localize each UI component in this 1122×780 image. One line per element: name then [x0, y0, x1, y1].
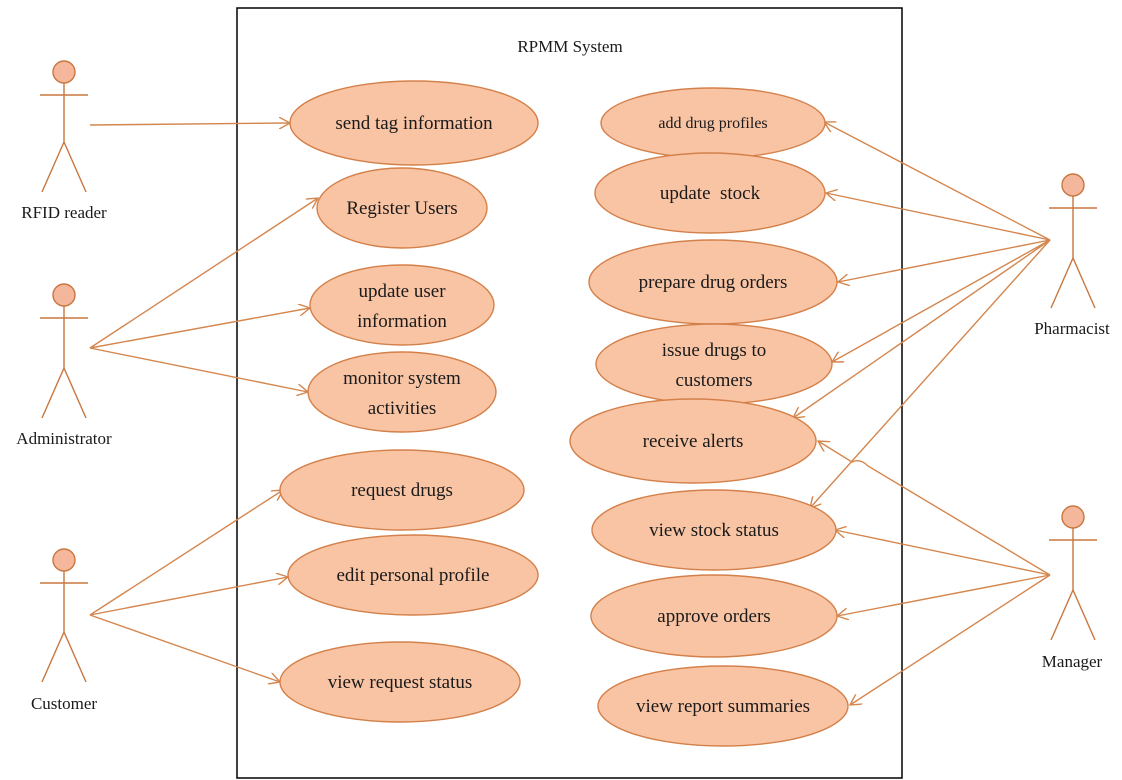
- actor-label-customer: Customer: [31, 694, 97, 713]
- assoc-pharmacist-update-stock: [826, 193, 1051, 241]
- use-case-send-tag-information[interactable]: send tag information: [289, 80, 539, 166]
- assoc-admin-register-users: [89, 198, 318, 349]
- use-case-label: approve orders: [657, 606, 770, 627]
- use-case-issue-drugs-to-customers[interactable]: issue drugs to customers: [595, 323, 833, 405]
- actors: [40, 60, 1097, 683]
- use-case-add-drug-profiles[interactable]: add drug profiles: [600, 87, 826, 159]
- use-case-monitor-system-activities[interactable]: monitor system activities: [307, 351, 497, 433]
- assoc-pharmacist-receive-alerts: [793, 239, 1051, 418]
- use-case-view-request-status[interactable]: view request status: [279, 641, 521, 723]
- use-case-label: request drugs: [351, 480, 453, 501]
- assoc-customer-view-request: [89, 614, 280, 682]
- assoc-customer-request-drugs: [89, 490, 283, 616]
- association-lines: [89, 122, 1051, 705]
- use-case-edit-personal-profile[interactable]: edit personal profile: [287, 534, 539, 616]
- assoc-rfid-send-tag: [89, 123, 290, 125]
- use-case-label: view stock status: [649, 520, 779, 541]
- use-case-label-line1: monitor system: [343, 368, 461, 389]
- use-case-approve-orders[interactable]: approve orders: [590, 574, 838, 658]
- assoc-customer-edit-profile: [89, 577, 288, 616]
- use-case-label: prepare drug orders: [639, 272, 788, 293]
- actor-label-administrator: Administrator: [16, 429, 112, 448]
- actor-label-pharmacist: Pharmacist: [1034, 319, 1110, 338]
- use-case-label: add drug profiles: [658, 115, 767, 132]
- assoc-pharmacist-view-stock: [810, 239, 1051, 508]
- actor-rfid-reader[interactable]: [40, 60, 88, 193]
- assoc-pharmacist-add-drug: [824, 122, 1051, 241]
- actor-administrator[interactable]: [40, 283, 88, 419]
- actor-label-rfid-reader: RFID reader: [21, 203, 107, 222]
- use-case-receive-alerts[interactable]: receive alerts: [569, 398, 817, 484]
- use-case-view-report-summaries[interactable]: view report summaries: [597, 665, 849, 747]
- use-case-label: receive alerts: [643, 431, 744, 452]
- use-case-request-drugs[interactable]: request drugs: [279, 449, 525, 531]
- use-case-register-users[interactable]: Register Users: [316, 167, 488, 249]
- use-case-label: update stock: [660, 183, 761, 204]
- system-title: RPMM System: [517, 37, 622, 56]
- use-case-view-stock-status[interactable]: view stock status: [591, 489, 837, 571]
- assoc-admin-update-user: [89, 308, 310, 349]
- use-case-update-user-information[interactable]: update user information: [309, 264, 495, 346]
- use-case-prepare-drug-orders[interactable]: prepare drug orders: [588, 239, 838, 325]
- assoc-admin-monitor: [89, 347, 308, 392]
- use-case-label: Register Users: [346, 198, 457, 219]
- assoc-manager-receive-alerts: [818, 441, 1051, 576]
- use-cases: send tag information Register Users upda…: [279, 80, 849, 747]
- use-case-label-line2: information: [357, 311, 447, 332]
- assoc-manager-view-report: [850, 574, 1051, 705]
- use-case-update-stock[interactable]: update stock: [594, 152, 826, 234]
- use-case-label: send tag information: [335, 113, 493, 134]
- use-case-label: view report summaries: [636, 696, 810, 717]
- system-boundary: [236, 7, 903, 779]
- assoc-manager-approve-orders: [837, 574, 1051, 616]
- use-case-label: edit personal profile: [336, 565, 489, 586]
- actor-pharmacist[interactable]: [1049, 173, 1097, 309]
- use-case-label-line2: activities: [368, 398, 437, 419]
- assoc-pharmacist-issue-drugs: [832, 239, 1051, 362]
- actor-label-manager: Manager: [1042, 652, 1103, 671]
- use-case-label: view request status: [328, 672, 473, 693]
- actor-manager[interactable]: [1049, 505, 1097, 641]
- use-case-label-line2: customers: [675, 370, 752, 391]
- use-case-label-line1: issue drugs to: [662, 340, 767, 361]
- use-case-label-line1: update user: [358, 281, 446, 302]
- assoc-manager-view-stock: [835, 530, 1051, 576]
- actor-customer[interactable]: [40, 548, 88, 683]
- assoc-pharmacist-prepare-orders: [838, 239, 1051, 282]
